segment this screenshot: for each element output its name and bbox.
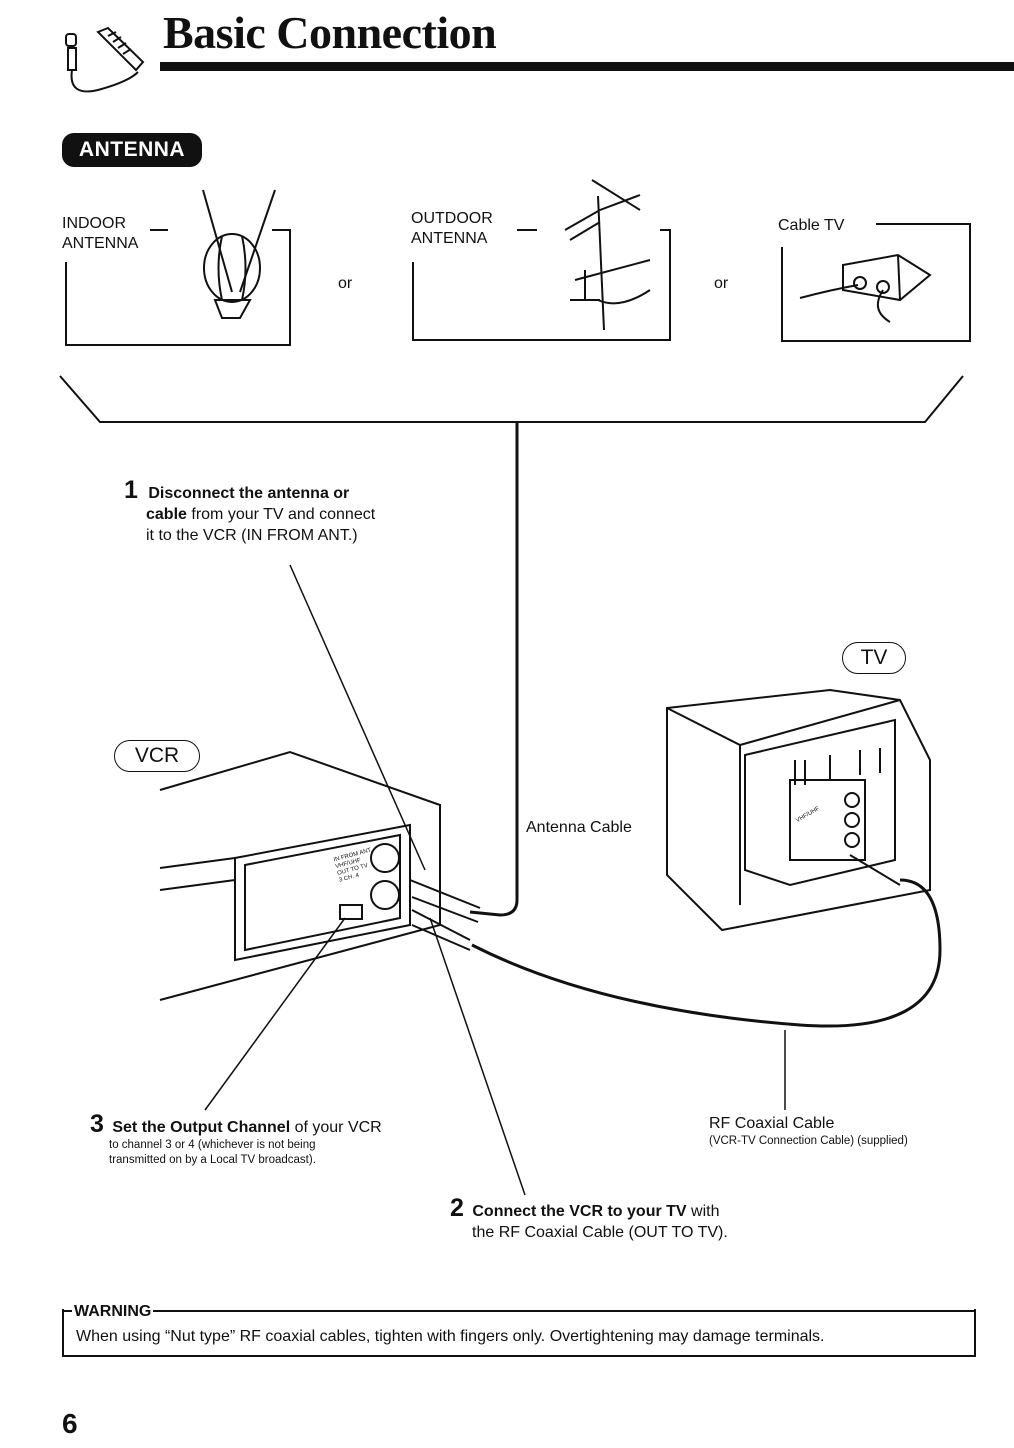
- cable-plug-icon: [65, 26, 145, 93]
- step-2-bold: Connect the VCR to your TV: [472, 1203, 687, 1220]
- outdoor-line-2: ANTENNA: [411, 230, 488, 247]
- step-2-line-2: the RF Coaxial Cable (OUT TO TV).: [472, 1224, 728, 1241]
- indoor-line-1: INDOOR: [62, 215, 126, 232]
- step-3-note-1: to channel 3 or 4 (whichever is not bein…: [109, 1139, 316, 1151]
- rf-cable-note: (VCR-TV Connection Cable) (supplied): [709, 1135, 908, 1147]
- step-2-number: 2: [450, 1194, 464, 1222]
- or-label: or: [338, 275, 353, 292]
- or-label-2: or: [714, 275, 729, 292]
- vcr-label: VCR: [114, 740, 200, 772]
- step-3-note-2: transmitted on by a Local TV broadcast).: [109, 1154, 316, 1166]
- page-number: 6: [62, 1408, 78, 1439]
- rf-cable-title: RF Coaxial Cable: [709, 1115, 835, 1132]
- cable-tv-label: Cable TV: [778, 217, 845, 234]
- step-1-text: from your TV and connect: [186, 506, 376, 523]
- warning-text: When using “Nut type” RF coaxial cables,…: [76, 1328, 825, 1345]
- step-3-bold: Set the Output Channel: [112, 1119, 291, 1136]
- step-1: 1 Disconnect the antenna or cable from y…: [124, 478, 376, 546]
- warning-title: WARNING: [72, 1303, 154, 1321]
- warning-box: [62, 1309, 976, 1357]
- step-2: 2 Connect the VCR to your TV with the RF…: [450, 1196, 728, 1243]
- warning-top-rule: [62, 1310, 976, 1312]
- page-title: Basic Connection: [163, 7, 497, 58]
- indoor-line-2: ANTENNA: [62, 235, 139, 252]
- connection-diagram: [59, 179, 971, 1196]
- step-1-bold-2: cable: [146, 506, 187, 523]
- step-1-bold-1: Disconnect the antenna or: [148, 485, 350, 502]
- step-1-text-2: it to the VCR (IN FROM ANT.): [146, 527, 358, 544]
- step-2-text: with: [686, 1203, 720, 1220]
- tv-label: TV: [842, 642, 906, 674]
- outdoor-antenna-label: OUTDOOR ANTENNA: [411, 209, 493, 249]
- step-3-text: of your VCR: [290, 1119, 382, 1136]
- section-badge: ANTENNA: [62, 133, 202, 167]
- step-1-number: 1: [124, 476, 138, 504]
- indoor-antenna-label: INDOOR ANTENNA: [62, 214, 138, 254]
- step-3-number: 3: [90, 1110, 104, 1138]
- outdoor-line-1: OUTDOOR: [411, 210, 493, 227]
- antenna-cable-label: Antenna Cable: [526, 819, 632, 836]
- step-3: 3 Set the Output Channel of your VCR to …: [90, 1112, 382, 1168]
- rf-cable-label: RF Coaxial Cable (VCR-TV Connection Cabl…: [709, 1114, 908, 1149]
- title-rule: [160, 62, 1014, 71]
